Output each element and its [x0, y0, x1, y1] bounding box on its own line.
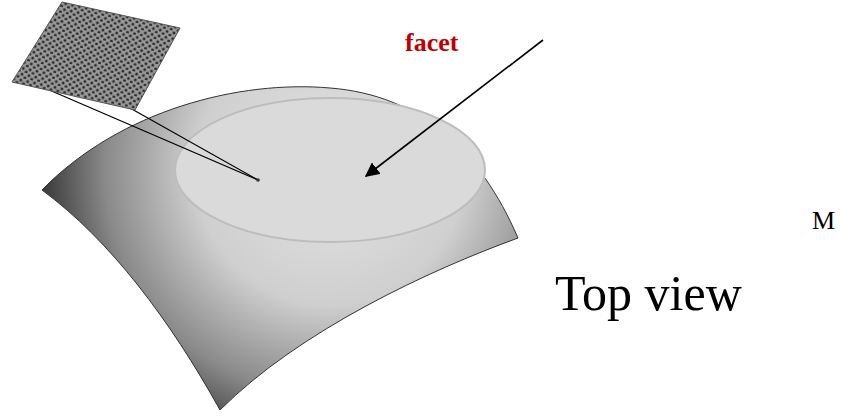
facet-label: facet	[405, 30, 458, 56]
curved-surface	[42, 87, 518, 410]
partial-label: M	[812, 208, 835, 234]
zoom-line	[40, 86, 258, 180]
zoom-line	[130, 108, 258, 180]
atomic-lattice-inset	[12, 2, 180, 110]
leader-arrow	[366, 40, 543, 176]
zoom-point	[256, 178, 260, 182]
view-label: Top view	[555, 268, 742, 318]
